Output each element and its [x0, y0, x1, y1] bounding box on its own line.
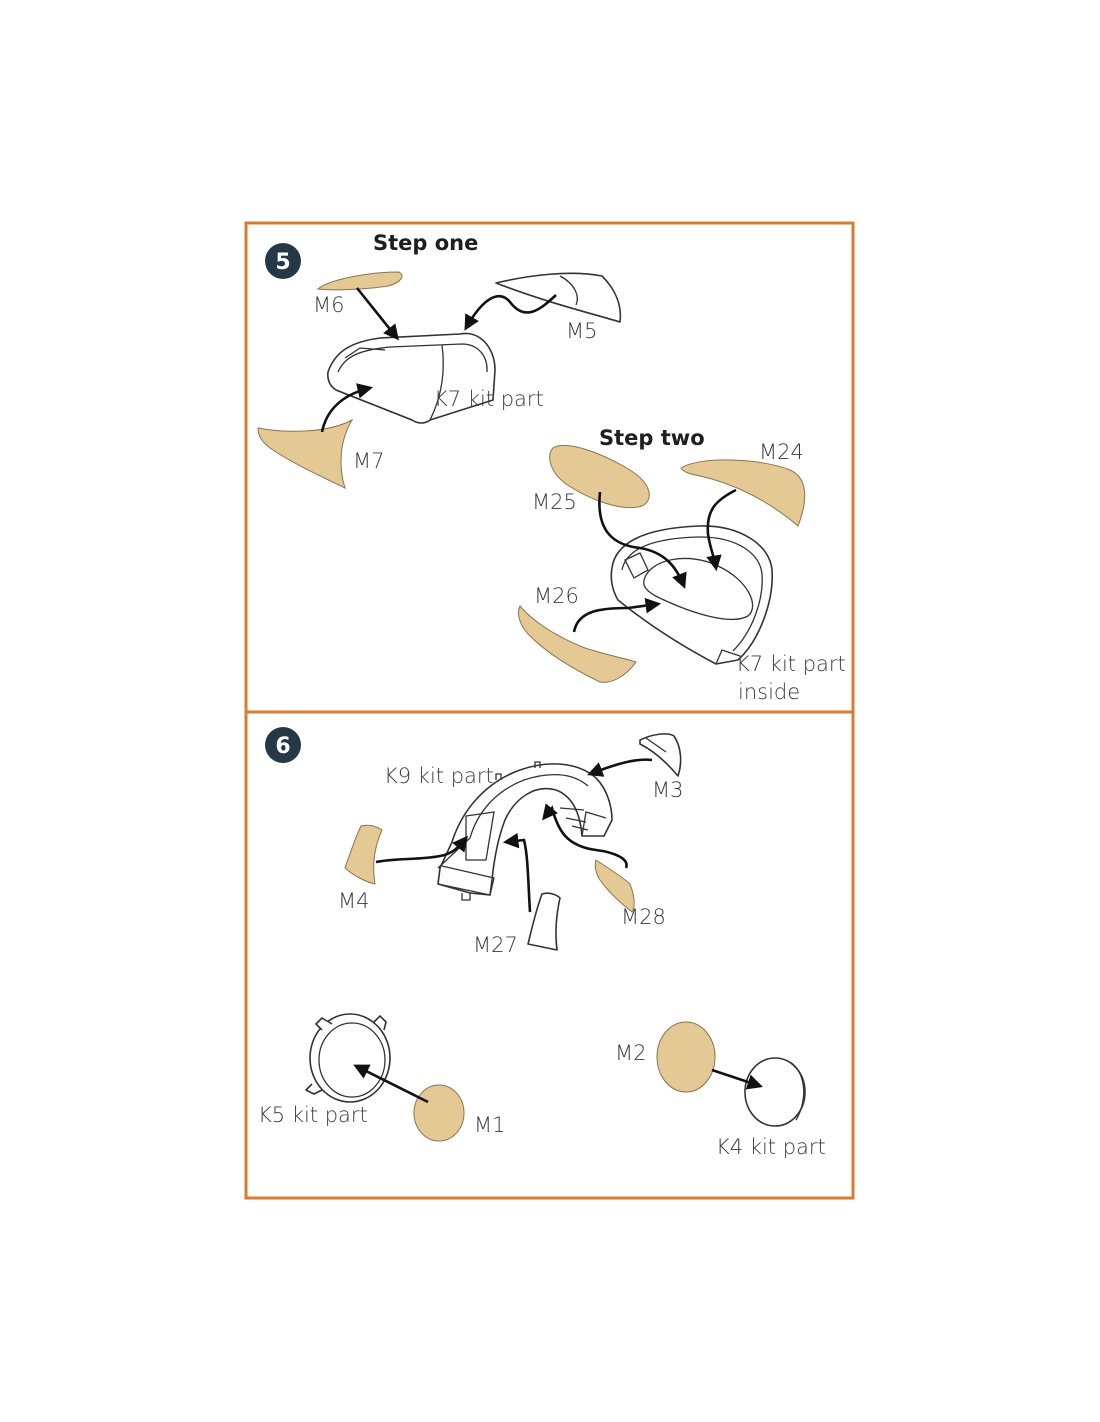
mask-m4: [344, 824, 383, 885]
label-m26: M26: [534, 584, 579, 608]
kit-part-k9: [437, 761, 613, 901]
label-m25: M25: [532, 490, 577, 514]
label-m6: M6: [313, 293, 344, 317]
mask-m24: [680, 459, 806, 527]
mask-m25: [549, 444, 650, 509]
kit-part-k5: [305, 1013, 391, 1103]
arrow-m25: [598, 491, 687, 589]
panel-6-frame: [244, 710, 855, 1200]
arrow-m1: [353, 1064, 429, 1104]
kit-part-k4: [744, 1057, 806, 1127]
panel-5: 5 Step one Step two M6 M5 K7 kit part M7…: [257, 231, 846, 704]
label-k7-inside-line1: K7 kit part: [736, 652, 846, 676]
arrow-m4: [375, 835, 468, 864]
arrow-m26: [572, 597, 662, 633]
label-m2: M2: [615, 1041, 646, 1065]
arrow-m6: [355, 287, 399, 341]
arrow-m5: [464, 294, 557, 331]
arrow-m7: [320, 383, 374, 433]
step-badge-6: [265, 727, 301, 763]
kit-part-k7-inside: [610, 525, 773, 665]
label-k9: K9 kit part: [384, 764, 494, 788]
arrow-m2: [711, 1068, 763, 1090]
step-one-title: Step one: [373, 231, 478, 255]
mask-m6: [316, 271, 403, 291]
label-m24: M24: [759, 440, 804, 464]
mask-m7: [257, 418, 354, 489]
label-m1: M1: [474, 1113, 505, 1137]
part-m27: [527, 892, 561, 951]
panel-6: 6 K9 kit part M3 M4 M27 M28: [258, 727, 826, 1159]
label-k7-inside-line2: inside: [738, 680, 800, 704]
step-badge-5: [265, 243, 301, 279]
label-m4: M4: [338, 889, 369, 913]
mask-m1: [413, 1084, 465, 1142]
step-badge-6-number: 6: [275, 734, 290, 759]
label-k4: K4 kit part: [716, 1135, 826, 1159]
part-m3: [639, 733, 682, 777]
arrow-m24: [706, 488, 737, 572]
arrow-m27: [502, 832, 532, 913]
arrow-m28: [542, 803, 628, 869]
label-k7: K7 kit part: [434, 387, 544, 411]
step-two-title: Step two: [599, 426, 705, 450]
arrow-m3: [587, 758, 653, 777]
label-m3: M3: [652, 778, 683, 802]
step-badge-5-number: 5: [275, 250, 290, 275]
label-m7: M7: [353, 449, 384, 473]
label-k5: K5 kit part: [258, 1103, 368, 1127]
mask-m28: [594, 859, 635, 913]
part-m5: [495, 272, 622, 323]
label-m28: M28: [621, 905, 666, 929]
label-m27: M27: [473, 933, 518, 957]
mask-m26: [517, 605, 637, 683]
label-m5: M5: [566, 319, 597, 343]
mask-m2: [656, 1021, 716, 1093]
